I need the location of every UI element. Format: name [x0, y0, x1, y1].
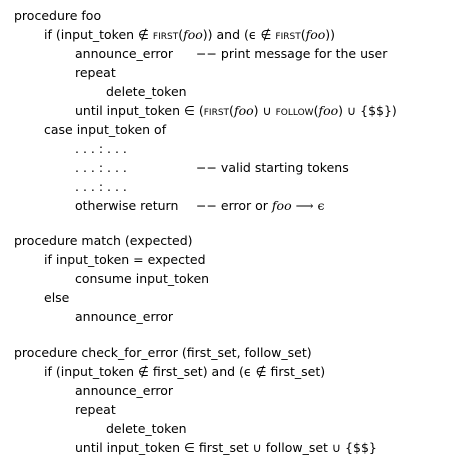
consume-call: consume input_token [75, 271, 210, 286]
repeat-keyword: repeat [75, 65, 116, 80]
announce-error-call: announce_error [75, 383, 174, 398]
foo-symbol: foo [305, 27, 326, 42]
text-segment: ( [313, 103, 319, 118]
text-segment: ) ∪ {$$}) [338, 103, 397, 118]
foo-if-condition: if (input_token ∉ first(foo)) and (ϵ ∉ f… [44, 27, 335, 42]
text-segment: −− error or [196, 198, 272, 213]
delete-token-call: delete_token [106, 84, 187, 99]
match-if-condition: if input_token = expected [44, 252, 206, 267]
comment-print-message: −− print message for the user [196, 46, 388, 61]
check-if-condition: if (input_token ∉ first_set) and (ϵ ∉ fi… [44, 364, 326, 379]
first-keyword: first [275, 27, 301, 42]
otherwise-return: otherwise return [75, 198, 179, 213]
foo-symbol: foo [183, 27, 203, 42]
text-segment: )) and (ϵ ∉ [202, 27, 276, 42]
text-segment: until input_token ∈ ( [75, 103, 204, 118]
comment-error-or-epsilon: −− error or foo ⟶ ϵ [196, 198, 324, 213]
procedure-foo-header: procedure foo [14, 8, 102, 23]
announce-error-call: announce_error [75, 309, 174, 324]
first-keyword: first [203, 103, 230, 118]
text-segment: ⟶ ϵ [291, 198, 325, 213]
case-arm: . . . : . . . [75, 160, 127, 175]
else-keyword: else [44, 290, 70, 305]
case-arm: . . . : . . . [75, 141, 127, 156]
announce-error-call: announce_error [75, 46, 174, 61]
text-segment: ( [178, 27, 184, 42]
text-segment: ( [300, 27, 306, 42]
case-statement: case input_token of [44, 122, 167, 137]
case-arm: . . . : . . . [75, 179, 127, 194]
text-segment: )) [325, 27, 336, 42]
foo-symbol: foo [233, 103, 254, 118]
delete-token-call: delete_token [106, 421, 187, 436]
until-condition: until input_token ∈ first_set ∪ follow_s… [75, 440, 377, 455]
procedure-check-for-error-header: procedure check_for_error (first_set, fo… [14, 345, 312, 360]
text-segment: if (input_token ∉ [44, 27, 153, 42]
text-segment: ( [229, 103, 234, 118]
procedure-match-header: procedure match (expected) [14, 233, 193, 248]
foo-symbol: foo [271, 198, 292, 213]
follow-keyword: follow [275, 103, 314, 118]
repeat-keyword: repeat [75, 402, 116, 417]
foo-symbol: foo [318, 103, 339, 118]
comment-valid-tokens: −− valid starting tokens [196, 160, 349, 175]
first-keyword: first [152, 27, 179, 42]
text-segment: ) ∪ [253, 103, 276, 118]
until-condition: until input_token ∈ (first(foo) ∪ follow… [75, 103, 397, 118]
